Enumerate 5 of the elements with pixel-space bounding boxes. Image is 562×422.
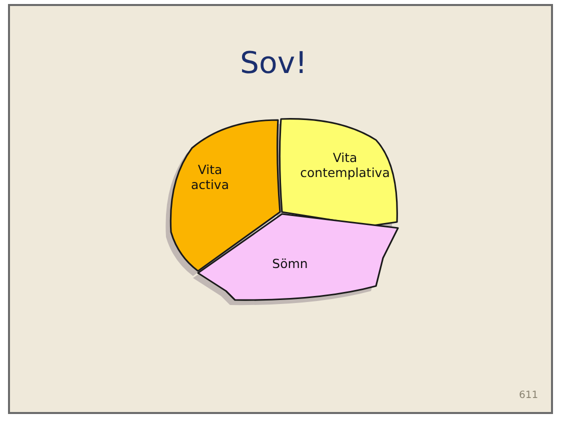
slice-label: Sömn bbox=[271, 256, 309, 271]
page-number: 611 bbox=[519, 390, 538, 401]
slide-title: Sov! bbox=[240, 46, 308, 81]
slice-label: Vita activa bbox=[190, 162, 230, 192]
slice-label: Vita contemplativa bbox=[299, 150, 391, 180]
